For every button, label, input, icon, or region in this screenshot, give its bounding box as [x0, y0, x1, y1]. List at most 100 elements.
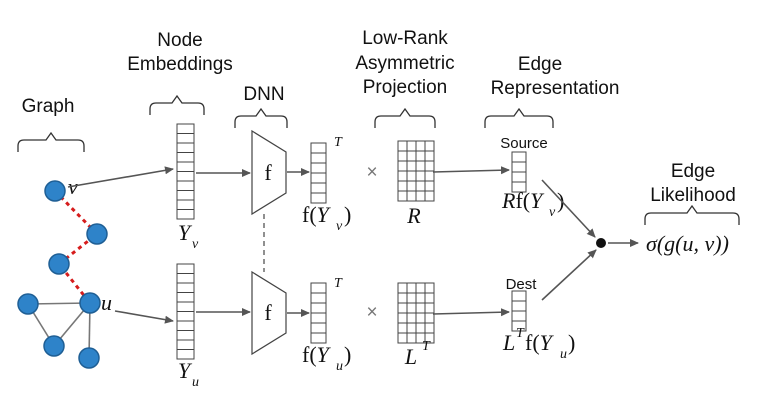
- matrix-cell: [415, 160, 426, 172]
- vector-cell: [176, 190, 195, 201]
- vector-cell: [176, 320, 195, 331]
- vector-cell: [176, 292, 195, 303]
- matrix-cell: [415, 322, 426, 334]
- dest-label: Dest: [506, 276, 538, 293]
- matrix-cell: [397, 170, 408, 182]
- matrix-cell: [406, 322, 417, 334]
- vector-cell: [176, 142, 195, 153]
- arrow-graph-to-yv: [67, 166, 174, 188]
- dnn-block-bottom: [251, 270, 287, 356]
- matrix-cell: [424, 282, 435, 294]
- output-vector-fyv: [310, 142, 327, 204]
- vector-cell: [176, 263, 195, 274]
- matrix-cell: [424, 140, 435, 152]
- projection-matrix-lt: [397, 282, 435, 344]
- times-sign-top: ×: [366, 162, 377, 183]
- vector-cell: [176, 330, 195, 341]
- vector-cell: [176, 171, 195, 182]
- vector-cell: [310, 142, 327, 154]
- svg-text:f(Y: f(Y: [302, 342, 332, 367]
- vector-cell: [310, 302, 327, 314]
- svg-text:Rf(Y: Rf(Y: [501, 188, 545, 213]
- dnn-brace: [234, 107, 288, 128]
- fyu-transpose: T: [334, 276, 343, 291]
- graph-node: [78, 347, 100, 369]
- graph-node: [86, 223, 108, 245]
- embedding-vector-yu: [176, 263, 195, 360]
- node-embeddings-label-line1: Node: [157, 30, 202, 51]
- fyv-label: f(Y v ): [302, 202, 351, 234]
- vector-cell: [511, 310, 527, 322]
- dest-vector: [511, 290, 527, 332]
- vector-cell: [310, 162, 327, 174]
- graph-node-u: [79, 292, 101, 314]
- fyv-subscript: v: [336, 219, 343, 234]
- vector-cell: [176, 161, 195, 172]
- matrix-cell: [406, 282, 417, 294]
- matrix-cell: [415, 180, 426, 192]
- matrix-cell: [424, 160, 435, 172]
- yv-label: Y: [178, 220, 193, 245]
- arrow-source-to-combine: [541, 179, 596, 238]
- matrix-cell: [424, 150, 435, 162]
- matrix-cell: [406, 302, 417, 314]
- vector-cell: [310, 332, 327, 344]
- matrix-cell: [415, 282, 426, 294]
- vector-cell: [511, 300, 527, 312]
- source-subscript: v: [549, 205, 556, 220]
- vector-cell: [176, 209, 195, 220]
- vector-cell: [310, 322, 327, 334]
- matrix-cell: [406, 312, 417, 324]
- matrix-cell: [415, 190, 426, 202]
- projection-label-line1: Low-Rank: [362, 28, 448, 49]
- matrix-cell: [397, 190, 408, 202]
- dnn-block-top: [251, 129, 287, 216]
- graph-node: [48, 253, 70, 275]
- combine-dot: [596, 238, 606, 248]
- source-f-open: f(: [515, 188, 530, 213]
- graph: v u: [17, 174, 112, 369]
- dest-f-open: f(: [525, 330, 540, 355]
- vector-cell: [511, 290, 527, 302]
- matrix-cell: [397, 292, 408, 304]
- matrix-cell: [397, 332, 408, 344]
- vector-cell: [310, 152, 327, 164]
- vector-cell: [511, 320, 527, 332]
- vector-cell: [310, 292, 327, 304]
- dest-transpose: T: [516, 326, 525, 341]
- matrix-cell: [406, 292, 417, 304]
- matrix-cell: [406, 170, 417, 182]
- matrix-cell: [397, 322, 408, 334]
- vector-cell: [176, 123, 195, 134]
- matrix-cell: [397, 150, 408, 162]
- node-u-label: u: [101, 290, 112, 315]
- projection-matrix-r: [397, 140, 435, 202]
- vector-cell: [176, 273, 195, 284]
- edge-representation-brace: [484, 107, 554, 128]
- vector-cell: [511, 171, 527, 183]
- embedding-vector-yv: [176, 123, 195, 220]
- dest-representation-label: L T f(Y u ): [502, 326, 575, 362]
- matrix-cell: [424, 292, 435, 304]
- arrow-lt-to-dest: [432, 308, 510, 317]
- fyv-transpose: T: [334, 135, 343, 150]
- dnn-f-bottom: f: [264, 300, 272, 325]
- source-r: R: [501, 188, 516, 213]
- vector-cell: [176, 133, 195, 144]
- arrow-graph-to-yu: [114, 310, 174, 324]
- vector-cell: [176, 349, 195, 360]
- arrow-r-to-source: [432, 166, 510, 175]
- svg-text:f(Y: f(Y: [525, 330, 555, 355]
- vector-cell: [310, 182, 327, 194]
- matrix-cell: [424, 332, 435, 344]
- vector-cell: [511, 151, 527, 163]
- node-embeddings-label-line2: Embeddings: [127, 54, 233, 75]
- vector-cell: [310, 192, 327, 204]
- matrix-cell: [397, 312, 408, 324]
- matrix-cell: [415, 150, 426, 162]
- graph-node: [43, 335, 65, 357]
- source-label: Source: [500, 135, 548, 152]
- matrix-cell: [397, 282, 408, 294]
- matrix-cell: [424, 180, 435, 192]
- vector-cell: [310, 282, 327, 294]
